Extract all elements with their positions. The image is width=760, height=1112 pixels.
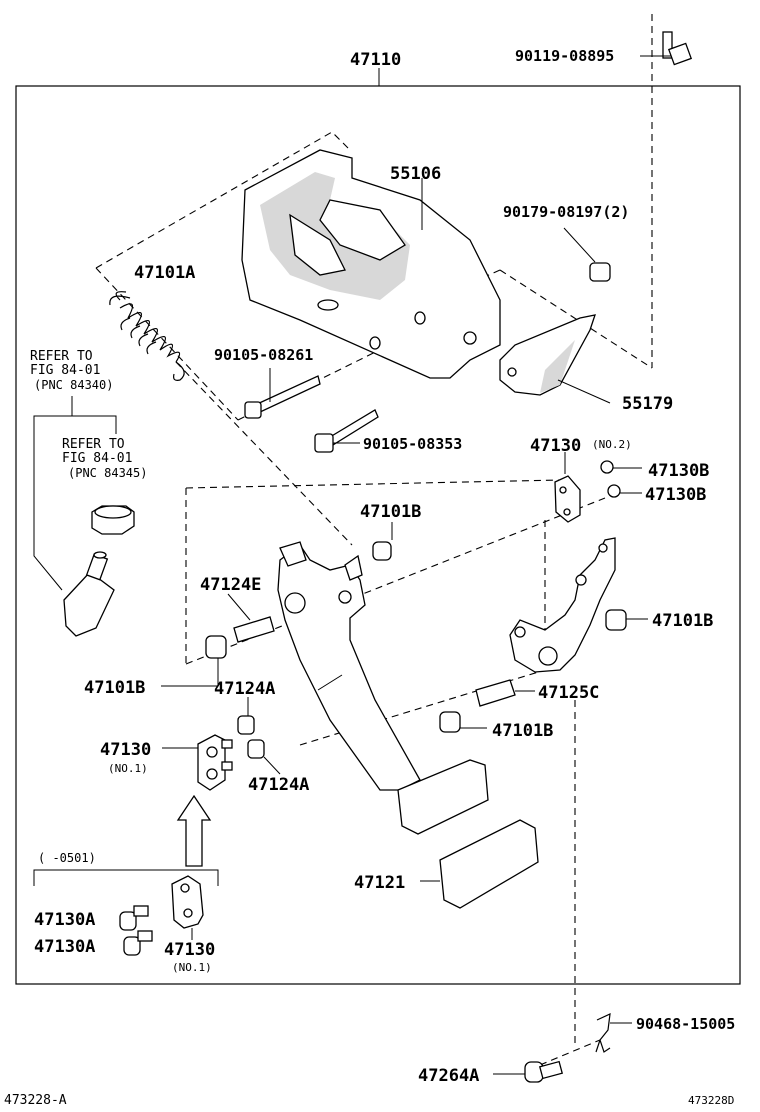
link-47130-no2 — [554, 452, 581, 523]
label-pin-a1: 47130A — [34, 910, 95, 930]
label-collar-e: 47124E — [200, 575, 261, 595]
pin-47130a-2 — [123, 930, 153, 956]
label-bushing-b2: 47130B — [645, 485, 706, 505]
bolt-90105-08261 — [244, 368, 321, 419]
label-bushing-b1: 47130B — [648, 461, 709, 481]
label-bolt-top: 90119-08895 — [515, 47, 614, 65]
label-link-no2: 47130 — [530, 436, 581, 456]
refer1-line2: FIG 84-01 — [30, 363, 100, 378]
refer2-line2: FIG 84-01 — [62, 451, 132, 466]
pedal-pad-mounted — [397, 759, 489, 835]
label-pin-a2: 47130A — [34, 937, 95, 957]
label-collar-a1: 47124A — [214, 679, 275, 699]
bushing-47101b-lower — [439, 711, 461, 733]
refer2-line1: REFER TO — [62, 437, 125, 452]
label-collar-a2: 47124A — [248, 775, 309, 795]
label-link-no1-note: (NO.1) — [108, 762, 148, 775]
bolt-top-part — [640, 14, 693, 368]
label-link-no1-b: 47130 — [164, 940, 215, 960]
label-bolt-a: 90105-08261 — [214, 346, 313, 364]
bushing-47101b-right — [605, 609, 627, 631]
upward-arrow — [176, 794, 212, 867]
clip-90468 — [595, 1013, 632, 1053]
link-47130-no1-lower — [171, 875, 204, 940]
bushing-47101b-top — [372, 541, 392, 561]
label-bushing-lower: 47101B — [492, 721, 553, 741]
refer2-line3: (PNC 84345) — [68, 466, 147, 480]
nut-90179 — [563, 227, 611, 282]
pin-47130a-1 — [119, 905, 149, 931]
label-spring: 47101A — [134, 263, 195, 283]
pedal-pad-47121 — [439, 819, 539, 909]
label-bushing-top: 47101B — [360, 502, 421, 522]
collar-47125c — [475, 679, 516, 707]
label-nut-2: 90179-08197(2) — [503, 203, 629, 221]
bracket-55106 — [241, 149, 501, 379]
brake-pedal-arm — [277, 541, 421, 791]
label-cover: 55179 — [622, 394, 673, 414]
bolt-90105-08353 — [314, 409, 379, 453]
label-link-no2-note: (NO.2) — [592, 438, 632, 451]
label-diagram-code: 473228-A — [4, 1093, 67, 1108]
label-bracket: 55106 — [390, 164, 441, 184]
label-date-range: ( -0501) — [38, 851, 96, 865]
refer1-line1: REFER TO — [30, 349, 93, 364]
cover-55179 — [499, 314, 611, 404]
assembly-frame — [15, 85, 741, 985]
bushing-47130b-2 — [607, 484, 621, 498]
link-47130-no1 — [162, 734, 233, 791]
spring-47101a — [109, 291, 353, 546]
bushing-47101b-left — [205, 635, 227, 659]
collar-47124e — [233, 616, 275, 643]
label-clip: 90468-15005 — [636, 1015, 735, 1033]
bushing-47130b-1 — [600, 460, 614, 474]
label-pad: 47121 — [354, 873, 405, 893]
refer-parts-left — [33, 396, 135, 637]
label-bushing-right: 47101B — [652, 611, 713, 631]
label-assembly: 47110 — [350, 50, 401, 70]
label-link-no1-b-note: (NO.1) — [172, 961, 212, 974]
label-image-code: 473228D — [688, 1094, 734, 1107]
collar-47124a-2 — [247, 739, 265, 759]
refer1-line3: (PNC 84340) — [34, 378, 113, 392]
link-bracket-no2 — [509, 537, 616, 673]
collar-47124a-1 — [237, 715, 255, 735]
label-collar-c: 47125C — [538, 683, 599, 703]
label-link-no1: 47130 — [100, 740, 151, 760]
label-bushing-left: 47101B — [84, 678, 145, 698]
label-pin-bottom: 47264A — [418, 1066, 479, 1086]
label-bolt-b: 90105-08353 — [363, 435, 462, 453]
pin-47264a — [493, 1060, 564, 1083]
